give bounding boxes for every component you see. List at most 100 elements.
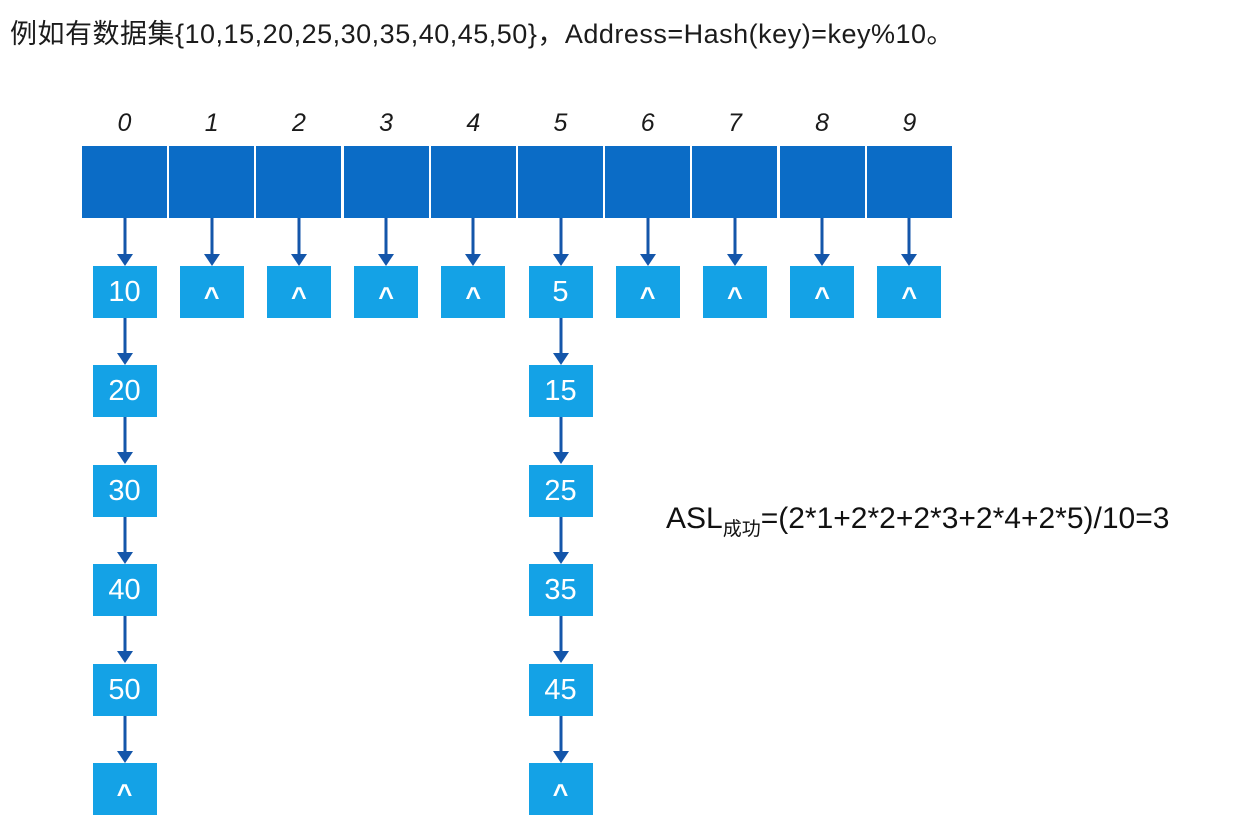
pointer-arrow [465,218,482,266]
null-pointer-node: ^ [790,266,855,318]
arrow-head-icon [116,651,133,663]
pointer-arrow [552,616,569,663]
pointer-arrow [378,218,395,266]
pointer-arrow [552,318,569,365]
bucket-cell [692,146,778,218]
arrow-head-icon [552,254,569,266]
bucket-cell [866,146,952,218]
bucket-index-label: 9 [902,109,917,137]
pointer-arrow [116,218,133,266]
bucket-index-label: 3 [379,109,394,137]
bucket-cell [779,146,865,218]
arrow-head-icon [465,254,482,266]
chain-node: 30 [92,465,157,517]
pointer-arrow [116,318,133,365]
null-pointer-node: ^ [92,763,157,815]
chain-node: 5 [528,266,593,318]
chain-node: 10 [92,266,157,318]
pointer-arrow [203,218,220,266]
arrow-head-icon [552,751,569,763]
pointer-arrow [552,417,569,464]
pointer-arrow [552,716,569,763]
null-pointer-node: ^ [441,266,506,318]
null-pointer-node: ^ [615,266,680,318]
arrow-line [733,218,737,256]
asl-expression: =(2*1+2*2+2*3+2*4+2*5)/10=3 [760,502,1170,535]
pointer-arrow [116,716,133,763]
chain-node: 45 [528,664,593,716]
null-pointer-node: ^ [179,266,244,318]
bucket-cell [82,146,167,218]
pointer-arrow [814,218,831,266]
title-text: 例如有数据集{10,15,20,25,30,35,40,45,50}，Addre… [10,19,955,49]
arrow-line [123,616,126,653]
arrow-head-icon [814,254,831,266]
arrow-line [559,318,562,355]
pointer-arrow [639,218,656,266]
asl-label: ASL [666,502,723,535]
bucket-cell [343,146,429,218]
pointer-arrow [116,616,133,663]
null-pointer-node: ^ [702,266,767,318]
arrow-head-icon [639,254,656,266]
arrow-head-icon [290,254,307,266]
arrow-line [384,218,388,256]
arrow-line [559,218,562,256]
bucket-index-label: 6 [640,109,655,137]
bucket-index-label: 5 [553,109,568,137]
chain-node: 20 [92,365,157,417]
bucket-index-label: 7 [727,109,742,137]
null-pointer-node: ^ [354,266,419,318]
pointer-arrow [726,218,743,266]
arrow-line [471,218,475,256]
chain-node: 15 [528,365,593,417]
pointer-arrow [290,218,307,266]
arrow-head-icon [116,751,133,763]
null-pointer-node: ^ [877,266,942,318]
pointer-arrow [552,218,569,266]
arrow-line [210,218,214,256]
chain-node: 25 [528,465,593,517]
arrow-line [123,318,126,355]
pointer-arrow [552,517,569,564]
arrow-head-icon [901,254,918,266]
arrow-line [559,716,562,753]
arrow-line [907,218,911,256]
arrow-head-icon [378,254,395,266]
arrow-head-icon [552,552,569,564]
bucket-index-label: 8 [815,109,830,137]
arrow-head-icon [552,651,569,663]
chain-node: 50 [92,664,157,716]
arrow-line [123,417,126,454]
arrow-line [559,616,562,653]
arrow-head-icon [116,353,133,365]
bucket-cell [518,146,603,218]
pointer-arrow [116,417,133,464]
arrow-line [123,716,126,753]
asl-subscript: 成功 [722,519,761,540]
bucket-cell [256,146,342,218]
chain-node: 40 [92,564,157,616]
bucket-index-label: 4 [466,109,481,137]
arrow-line [559,417,562,454]
arrow-line [559,517,562,554]
bucket-index-label: 0 [117,109,132,137]
arrow-line [297,218,301,256]
arrow-head-icon [116,254,133,266]
arrow-line [123,517,126,554]
arrow-line [123,218,126,256]
arrow-head-icon [552,452,569,464]
arrow-line [820,218,824,256]
bucket-cell [430,146,516,218]
null-pointer-node: ^ [528,763,593,815]
arrow-head-icon [726,254,743,266]
arrow-head-icon [552,353,569,365]
bucket-index-label: 1 [204,109,219,137]
arrow-head-icon [203,254,220,266]
arrow-line [646,218,650,256]
asl-formula: ASL成功=(2*1+2*2+2*3+2*4+2*5)/10=3 [666,502,1170,539]
pointer-arrow [116,517,133,564]
arrow-head-icon [116,452,133,464]
pointer-arrow [901,218,918,266]
